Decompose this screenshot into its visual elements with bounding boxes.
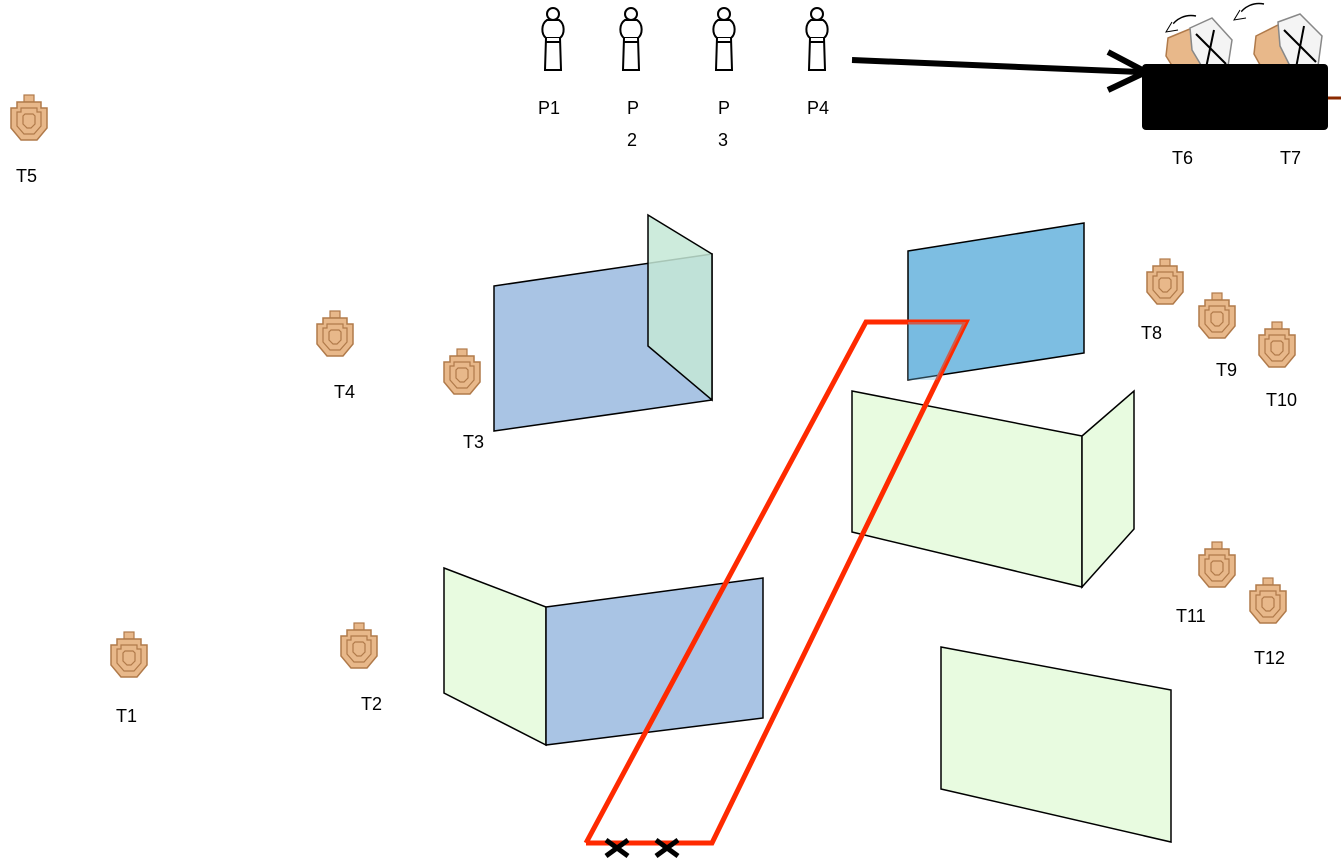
popper-label-p4: P4 [807,98,829,118]
paper-target-icon [1198,541,1236,588]
popper-icon [805,7,829,71]
target-label-t5: T5 [16,166,37,186]
target-label-t2: T2 [361,694,382,714]
paper-target-icon [340,622,378,669]
paper-target-icon [1258,321,1296,368]
wall-panel-green-side [1081,389,1135,589]
swinger-base [1142,64,1328,130]
popper-label-p3-line2: 3 [718,130,728,150]
popper-label-p3-line1: P [718,98,730,118]
paper-target-icon [443,348,481,395]
target-label-t8: T8 [1141,323,1162,343]
paper-target-icon [316,310,354,357]
target-label-t1: T1 [116,706,137,726]
fault-line-overlap [908,322,966,380]
target-label-t7: T7 [1280,148,1301,168]
popper-icon [619,7,643,71]
wall-panel-green-lower [940,646,1172,843]
paper-target-icon [1249,577,1287,624]
start-x-mark [654,837,680,859]
popper-icon [712,7,736,71]
paper-target-icon [10,94,48,141]
target-label-t4: T4 [334,382,355,402]
target-label-t10: T10 [1266,390,1297,410]
wall-panel-green-left [443,566,547,747]
paper-target-icon [1198,292,1236,339]
target-label-t11: T11 [1176,606,1206,626]
paper-target-icon [1146,258,1184,305]
target-label-t9: T9 [1216,360,1237,380]
target-label-t6: T6 [1172,148,1193,168]
start-x-mark [604,837,630,859]
wall-panel-teal [647,213,713,402]
popper-label-p1: P1 [538,98,560,118]
popper-icon [541,7,565,71]
activation-arrow [851,49,1153,93]
paper-target-icon [110,631,148,678]
popper-label-p2-line1: P [627,98,639,118]
wall-panel-blue-bright [907,222,1085,381]
swinging-target-icon [1165,14,1233,73]
swinging-target-icon [1233,2,1323,73]
target-label-t3: T3 [463,432,484,452]
target-label-t12: T12 [1254,648,1285,668]
popper-label-p2-line2: 2 [627,130,637,150]
